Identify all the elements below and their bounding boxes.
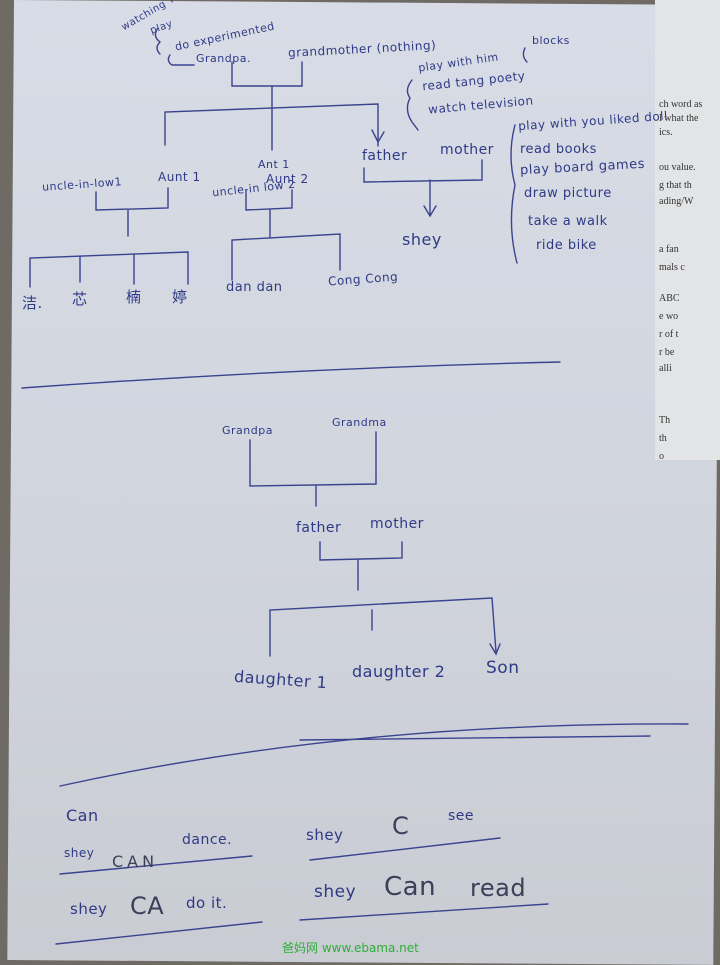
tree2-parents-joint	[319, 541, 403, 561]
site-watermark: 爸妈网 www.ebama.net	[282, 941, 419, 955]
print-line: mals c	[659, 262, 685, 273]
print-line: e wo	[659, 311, 679, 322]
print-line: r of t	[659, 329, 679, 340]
s2-verb: see	[448, 808, 475, 824]
aunt2-joint	[245, 189, 293, 211]
father-label: father	[362, 148, 408, 164]
s3-can: CA	[130, 892, 165, 920]
aunt1-joint	[95, 187, 169, 211]
print-line: ABC	[659, 293, 680, 304]
mother-activity-6: ride bike	[536, 238, 597, 253]
print-line: g that th	[659, 180, 692, 191]
cousins-b-bar	[231, 233, 341, 281]
s2-can: C	[392, 812, 410, 840]
brace-left	[154, 27, 162, 55]
s4-verb: read	[470, 874, 527, 902]
print-line: a fan	[659, 244, 679, 255]
cousin-a-4: 婷	[172, 288, 188, 306]
print-line: l what the	[659, 113, 699, 124]
arrow-shey	[423, 179, 437, 218]
print-line: alli	[659, 363, 672, 374]
tree2-child-3: Son	[486, 658, 520, 678]
shey-label: shey	[402, 230, 442, 249]
cousin-a-1: 洁.	[22, 294, 43, 312]
cousin-a-3: 楠	[126, 288, 142, 306]
divider-2b	[299, 735, 651, 741]
print-line: ics.	[659, 127, 673, 138]
s4-subject: shey	[314, 882, 357, 902]
underline-s3	[55, 921, 263, 945]
s3-verb: do it.	[186, 894, 228, 912]
cousin-b-1: dan dan	[226, 280, 283, 295]
print-line: r be	[659, 347, 675, 358]
s1-can: CAN	[112, 852, 159, 871]
print-line: ading/W	[659, 196, 694, 207]
s1-subject: shey	[64, 846, 95, 860]
print-line: ou value.	[659, 162, 696, 173]
mother-activity-5: take a walk	[528, 214, 608, 229]
print-line: th	[659, 433, 667, 444]
underline-s1	[59, 855, 253, 875]
tree2-father: father	[296, 520, 342, 536]
print-line: Th	[659, 415, 671, 426]
aunt1b-label: Ant 1	[258, 158, 290, 171]
brace-grandpa-side	[406, 79, 419, 131]
brace-blocks	[522, 47, 528, 63]
underlying-printed-page: ch word as l what the ics. ou value. g t…	[655, 0, 720, 460]
s4-can: Can	[384, 872, 437, 902]
aunt1-label: Aunt 1	[158, 170, 201, 184]
mother-label: mother	[440, 142, 494, 158]
arrow-father	[371, 129, 385, 144]
tree2-child-2: daughter 2	[352, 662, 446, 681]
underline-s2	[309, 837, 501, 861]
aunt2-label: Aunt 2	[266, 172, 309, 186]
divider-2	[59, 723, 689, 787]
tree2-grandma: Grandma	[332, 416, 387, 429]
grandparents-joint	[231, 61, 303, 87]
can-word: Can	[66, 806, 99, 825]
brace-mother-activities	[510, 124, 518, 264]
cousins-a-bar	[29, 251, 189, 288]
cousin-a-2: 芯	[72, 290, 88, 308]
arrow-to-grandpa	[167, 54, 195, 66]
print-line: ch word as	[659, 99, 703, 110]
parents-joint	[363, 159, 483, 183]
tree2-mother: mother	[370, 516, 424, 532]
tree2-grandparents-joint	[249, 431, 377, 487]
s1-verb: dance.	[182, 832, 233, 848]
tree2-children-bar	[269, 597, 501, 657]
mother-activity-4: draw picture	[524, 186, 612, 201]
s3-subject: shey	[70, 900, 108, 918]
grandpa-label: Grandpa.	[196, 52, 251, 65]
cousins-a-stems	[79, 253, 135, 285]
divider-1	[21, 361, 561, 389]
print-line: o	[659, 451, 664, 460]
tree2-grandpa: Grandpa	[222, 424, 273, 437]
mother-activity-2: read books	[520, 142, 597, 157]
s2-subject: shey	[306, 826, 344, 844]
underline-s4	[299, 903, 549, 921]
grandpa-side-blocks: blocks	[532, 34, 570, 47]
